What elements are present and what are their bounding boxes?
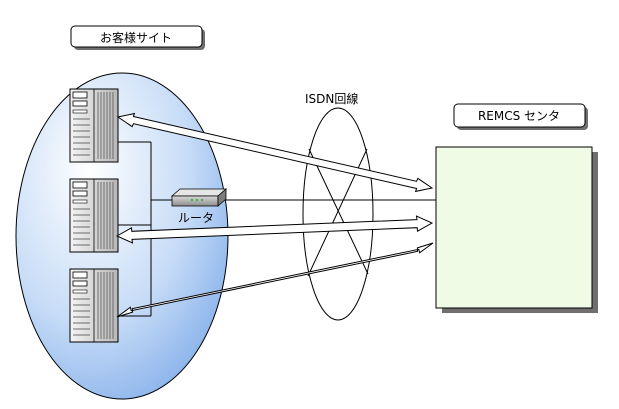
server-icon <box>69 88 119 163</box>
customer-site-label: お客様サイト <box>100 30 172 45</box>
router-label: ルータ <box>178 211 214 225</box>
isdn-line-symbol <box>302 107 374 321</box>
remcs-center-label-box: REMCS センタ <box>453 103 588 130</box>
router-icon <box>170 188 228 207</box>
connection-arrow <box>116 112 434 193</box>
server-icon <box>69 178 119 253</box>
isdn-line-label: ISDN回線 <box>305 91 358 106</box>
customer-site-label-box: お客様サイト <box>70 25 205 50</box>
connection-arrow <box>116 242 434 318</box>
lan-wiring <box>117 141 172 317</box>
connection-arrow <box>115 215 434 244</box>
server-icon <box>69 268 119 343</box>
remcs-center-label: REMCS センタ <box>478 109 560 123</box>
remcs-center-box <box>435 146 598 313</box>
